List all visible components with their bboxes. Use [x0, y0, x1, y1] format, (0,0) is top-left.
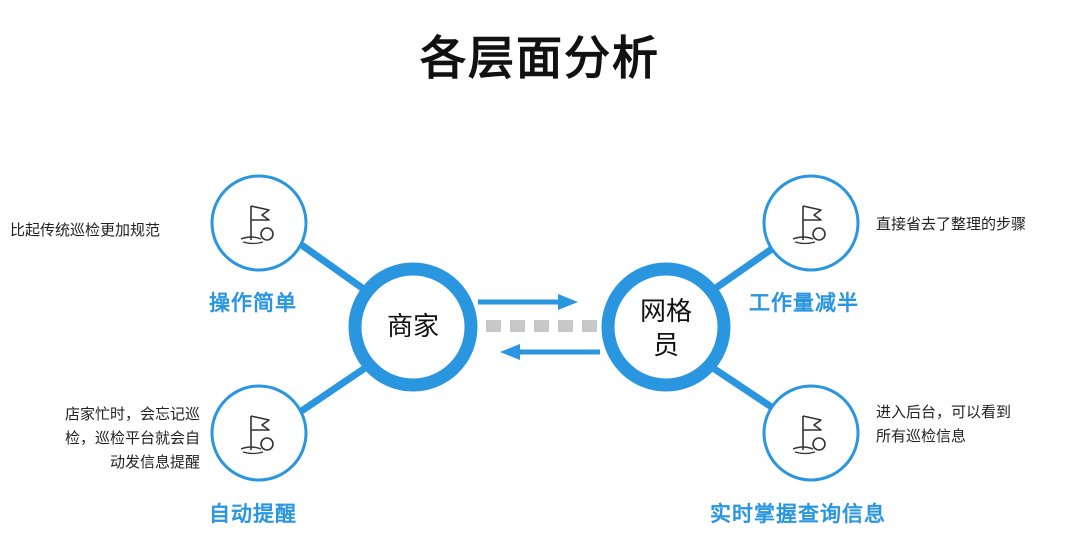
- page-title: 各层面分析: [420, 31, 660, 85]
- feature-description: 店家忙时，会忘记巡 检，巡检平台就会自 动发信息提醒: [64, 405, 200, 471]
- feature-label: 实时掌握查询信息: [710, 502, 886, 526]
- grid-member-label: 网格 员: [639, 297, 692, 361]
- flow-arrow-left: [500, 344, 600, 360]
- dashed-link: [486, 320, 597, 332]
- feature-description: 直接省去了整理的步骤: [876, 215, 1027, 233]
- feature-circle-br: [762, 384, 860, 482]
- feature-circle-bl: [210, 384, 308, 482]
- merchant-node: [348, 262, 478, 392]
- merchant-label: 商家: [386, 312, 439, 342]
- feature-circle-tr: [762, 174, 860, 272]
- connector-tr: [709, 242, 780, 294]
- feature-label: 操作简单: [209, 291, 297, 315]
- feature-label: 自动提醒: [209, 502, 297, 526]
- feature-circle-tl: [210, 174, 308, 272]
- grid-member-node: [601, 262, 731, 392]
- feature-description: 比起传统巡检更加规范: [10, 221, 161, 239]
- connector-lines: [299, 242, 780, 414]
- flow-arrow-right: [478, 294, 578, 310]
- feature-description: 进入后台，可以看到 所有巡检信息: [876, 403, 1012, 445]
- feature-label: 工作量减半: [749, 291, 859, 315]
- connector-bl: [299, 364, 369, 414]
- connector-br: [709, 364, 780, 414]
- connector-tl: [299, 242, 369, 294]
